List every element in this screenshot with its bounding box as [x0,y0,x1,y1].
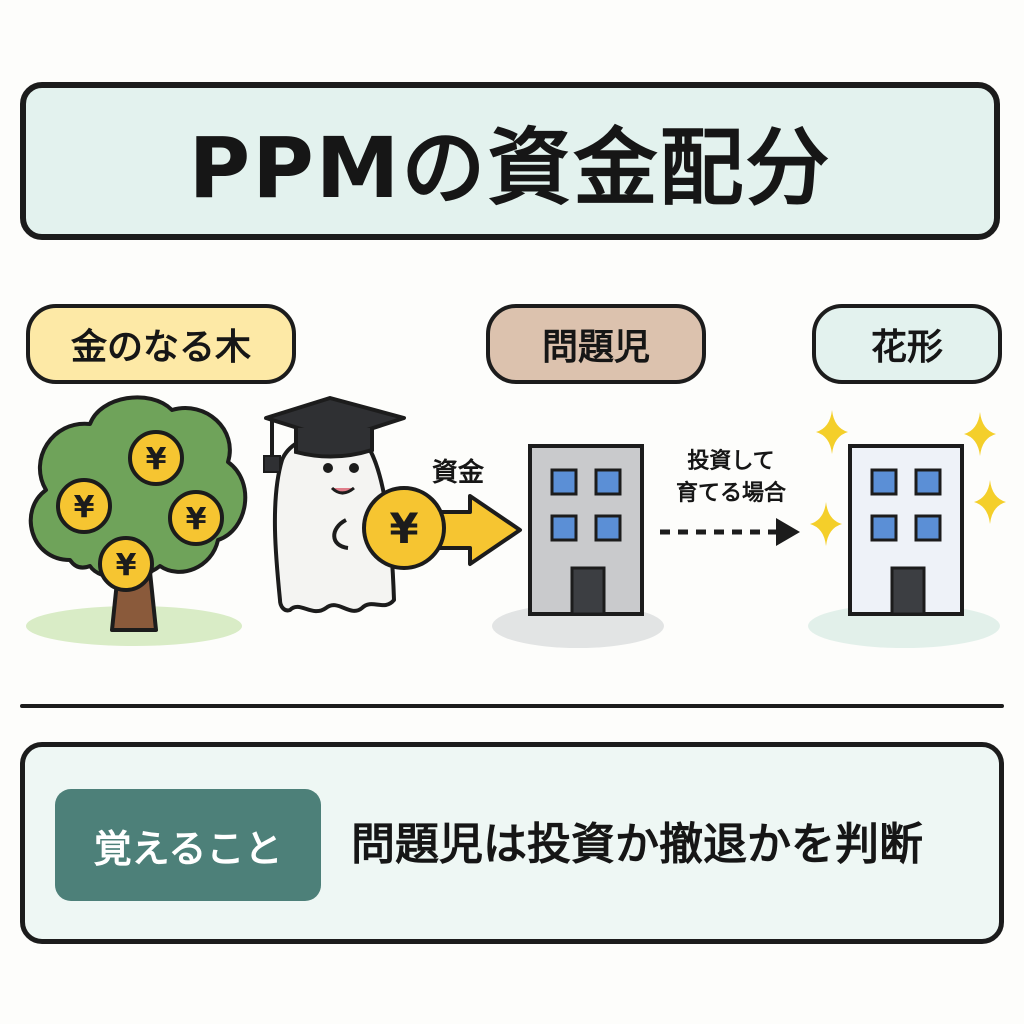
funds-label: 資金 [432,458,485,488]
memo-text: 問題児は投資か撤退かを判断 [351,819,923,870]
cash-cow-label: 金のなる木 [26,304,296,384]
sparkle-icon [816,410,848,454]
building-icon [808,444,1000,648]
yen-symbol: ¥ [186,502,207,537]
tree-coin: ¥ [168,490,224,546]
flow-illustration-svg: ¥ ¥ ¥ ¥ [26,395,1006,648]
yen-symbol: ¥ [116,548,137,583]
yen-symbol: ¥ [146,442,167,477]
dashed-arrow [660,518,800,546]
sparkle-icon [974,480,1006,524]
tree-coin: ¥ [98,536,154,592]
tree-coin: ¥ [56,478,112,534]
memo-tag: 覚えること [55,789,321,901]
yen-symbol: ¥ [74,490,95,525]
sparkle-icon [964,412,996,456]
problem-child-label: 問題児 [486,304,706,384]
invest-label-line: 育てる場合 [675,481,786,506]
page-title: PPMの資金配分 [188,118,832,217]
invest-label-line: 投資して [687,449,775,474]
held-coin: ¥ [332,486,446,570]
graduate-ghost-icon [263,396,406,614]
flow-illustration: ¥ ¥ ¥ ¥ [0,380,1024,680]
sparkle-icon [810,502,842,546]
invest-label: 投資して 育てる場合 [656,446,806,510]
tree-coin: ¥ [128,430,184,486]
title-banner: PPMの資金配分 [20,82,1000,240]
star-label: 花形 [812,304,1002,384]
section-divider [20,704,1004,708]
yen-symbol: ¥ [389,504,418,553]
building-icon [492,444,664,648]
memo-box: 覚えること 問題児は投資か撤退かを判断 [20,742,1004,944]
